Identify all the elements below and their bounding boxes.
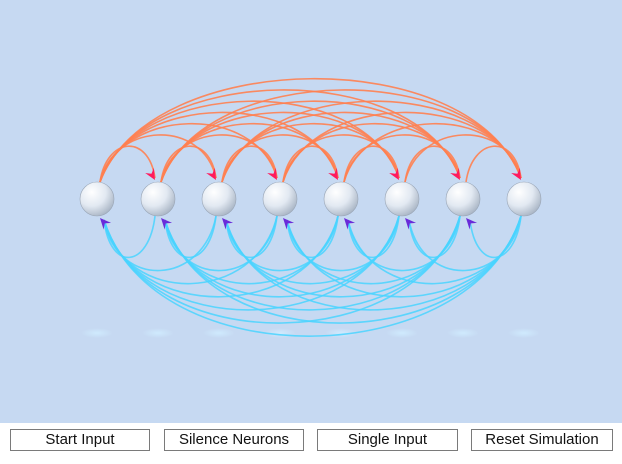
inhibitory-connection: [103, 215, 217, 272]
neuron[interactable]: [384, 181, 420, 217]
inhibitory-connection: [347, 215, 400, 259]
neuron-shadows: [81, 328, 540, 338]
inhibitory-arrowhead: [100, 218, 112, 230]
excitatory-connection: [343, 122, 522, 183]
excitatory-connection: [404, 134, 522, 183]
excitatory-arrowhead: [267, 167, 277, 180]
inhibitory-connection: [103, 215, 522, 337]
neuron[interactable]: [262, 181, 298, 217]
inhibitory-connection: [286, 215, 339, 259]
neuron-shadow: [142, 328, 174, 338]
inhibitory-connection: [164, 215, 217, 259]
excitatory-connection: [160, 145, 217, 183]
inhibitory-connection: [103, 215, 278, 285]
inhibitory-connection: [164, 215, 339, 285]
excitatory-arrowhead: [389, 167, 399, 180]
neuron-shadow: [447, 328, 479, 338]
excitatory-connection: [404, 145, 461, 183]
inhibitory-connection: [286, 215, 400, 272]
excitatory-connection: [99, 134, 217, 183]
excitatory-connection: [465, 145, 522, 183]
excitatory-connection: [282, 134, 400, 183]
inhibitory-connection: [164, 215, 278, 272]
excitatory-arrowhead: [145, 167, 155, 180]
excitatory-connection: [221, 134, 339, 183]
inhibitory-arrowhead: [222, 218, 234, 230]
inhibitory-connection: [103, 215, 156, 259]
neuron-row: [79, 181, 542, 217]
neuron-shadow: [81, 328, 113, 338]
network-canvas: [0, 0, 622, 423]
excitatory-connection: [160, 134, 278, 183]
inhibitory-arrowhead: [161, 218, 173, 230]
neuron[interactable]: [323, 181, 359, 217]
excitatory-arrowhead: [450, 167, 460, 180]
excitatory-arrowhead: [328, 167, 338, 180]
neuron[interactable]: [201, 181, 237, 217]
inhibitory-connection: [225, 215, 400, 285]
inhibitory-connection: [469, 215, 522, 259]
inhibitory-connection: [225, 215, 278, 259]
excitatory-arrowhead: [511, 167, 521, 180]
excitatory-connection: [343, 134, 461, 183]
silence-neurons-button[interactable]: Silence Neurons: [164, 429, 304, 451]
inhibitory-connection: [225, 215, 339, 272]
excitatory-connections: [99, 77, 522, 183]
neuron[interactable]: [79, 181, 115, 217]
inhibitory-arrowhead: [466, 218, 478, 230]
neuron[interactable]: [506, 181, 542, 217]
excitatory-connection: [160, 122, 339, 183]
excitatory-connection: [221, 145, 278, 183]
inhibitory-connection: [286, 215, 461, 285]
single-input-button[interactable]: Single Input: [317, 429, 458, 451]
inhibitory-connection: [347, 215, 461, 272]
excitatory-connection: [221, 122, 400, 183]
excitatory-connection: [282, 145, 339, 183]
excitatory-connection: [343, 145, 400, 183]
neuron[interactable]: [445, 181, 481, 217]
start-input-button[interactable]: Start Input: [10, 429, 150, 451]
inhibitory-connection: [347, 215, 522, 285]
control-bar: Start Input Silence Neurons Single Input…: [0, 423, 622, 464]
neuron-shadow: [203, 328, 235, 338]
inhibitory-arrowhead: [344, 218, 356, 230]
inhibitory-connections: [100, 215, 522, 337]
inhibitory-connection: [408, 215, 522, 272]
reset-simulation-button[interactable]: Reset Simulation: [471, 429, 613, 451]
neuron[interactable]: [140, 181, 176, 217]
inhibitory-arrowhead: [405, 218, 417, 230]
excitatory-connection: [99, 145, 156, 183]
excitatory-connection: [99, 122, 278, 183]
network-diagram: [79, 77, 542, 338]
inhibitory-connection: [408, 215, 461, 259]
excitatory-arrowhead: [206, 167, 216, 180]
excitatory-connection: [282, 122, 461, 183]
neuron-shadow: [386, 328, 418, 338]
inhibitory-arrowhead: [283, 218, 295, 230]
neuron-shadow: [508, 328, 540, 338]
